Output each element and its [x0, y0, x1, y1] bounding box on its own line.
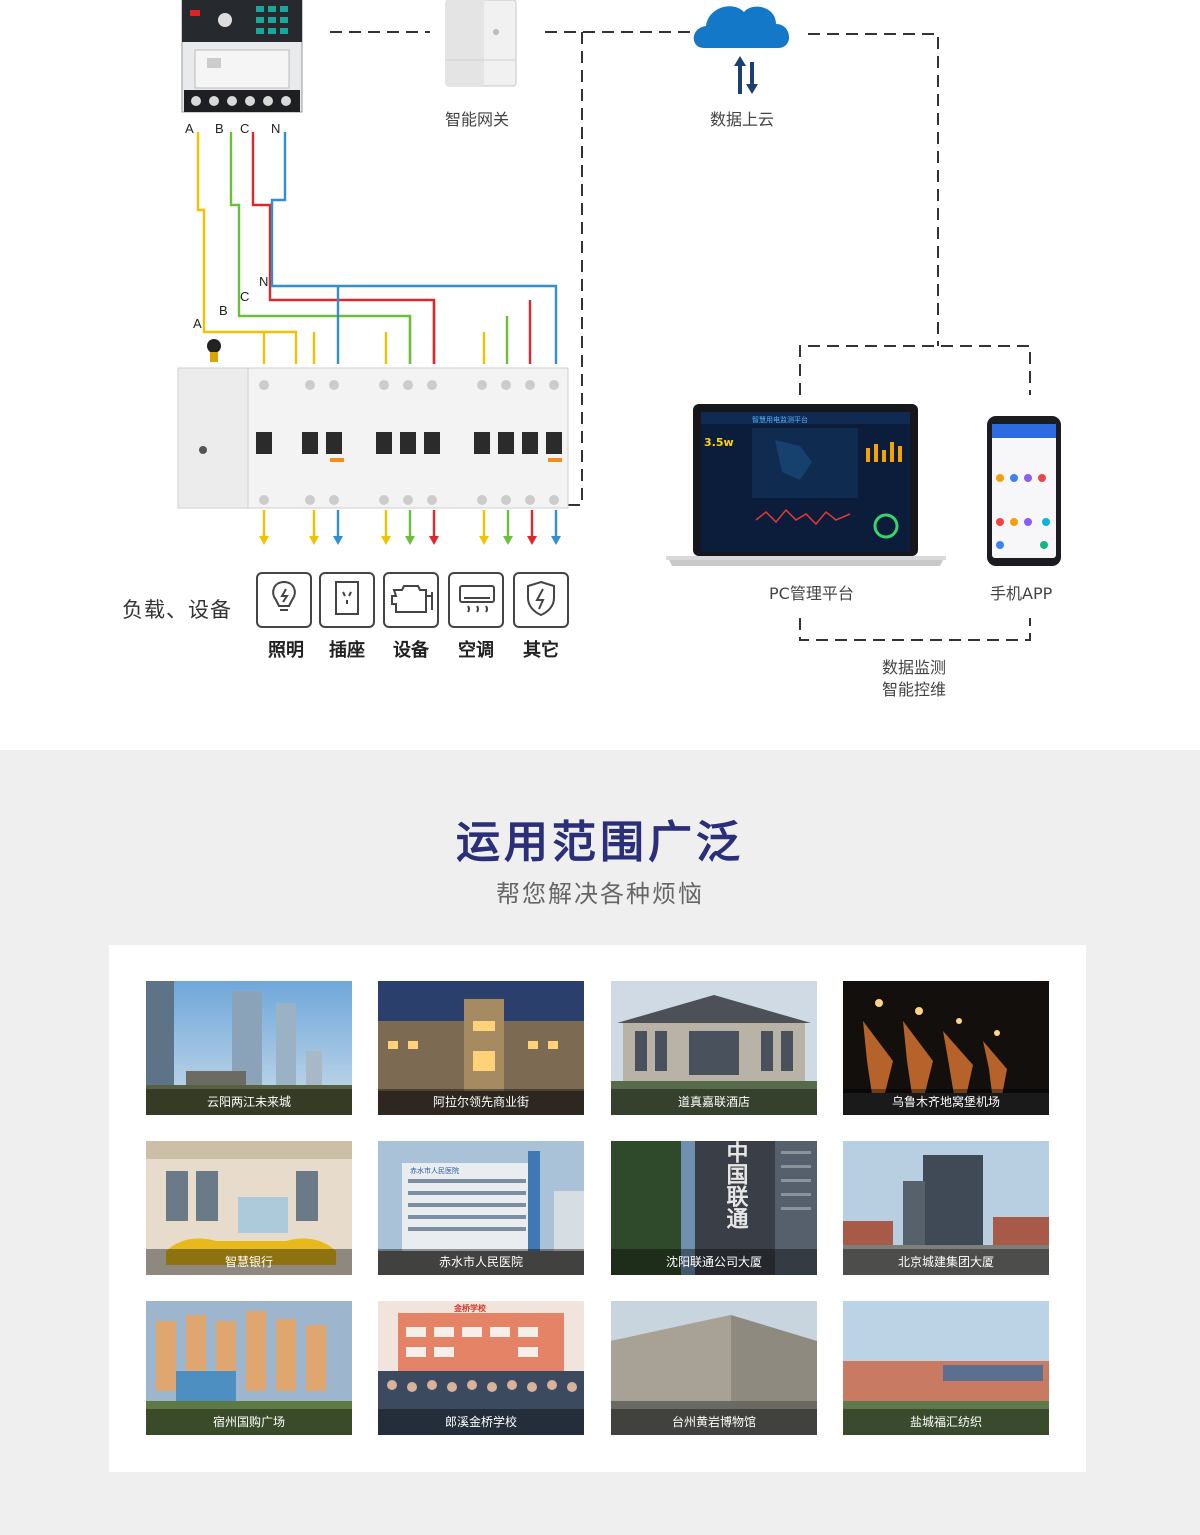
meter-phase-n: N	[271, 121, 281, 136]
mobile-app-label: 手机APP	[990, 584, 1053, 603]
case-caption: 台州黄岩博物馆	[611, 1409, 817, 1435]
case-tile[interactable]: 赤水市人民医院 赤水市人民医院	[378, 1141, 584, 1275]
case-caption: 宿州国购广场	[146, 1409, 352, 1435]
meter-phase-a: A	[185, 121, 194, 136]
case-tile[interactable]: 中国联通 沈阳联通公司大厦	[611, 1141, 817, 1275]
case-caption: 云阳两江未来城	[146, 1089, 352, 1115]
case-photo	[378, 981, 584, 1115]
load-label-equipment: 设备	[393, 640, 429, 661]
breaker-modules	[256, 380, 562, 505]
case-tile[interactable]: 金桥学校 郎溪金桥学校	[378, 1301, 584, 1435]
case-tile[interactable]: 北京城建集团大厦	[843, 1141, 1049, 1275]
case-photo	[843, 1141, 1049, 1275]
output-arrows	[259, 510, 561, 545]
case-tile[interactable]: 台州黄岩博物馆	[611, 1301, 817, 1435]
case-tile[interactable]: 云阳两江未来城	[146, 981, 352, 1115]
mobile-phone	[987, 416, 1061, 566]
bus-phase-a: A	[193, 316, 202, 331]
bus-phase-c: C	[240, 289, 250, 304]
case-caption: 盐城福汇纺织	[843, 1409, 1049, 1435]
school-sign: 金桥学校	[453, 1303, 487, 1313]
case-tile[interactable]: 道真嘉联酒店	[611, 981, 817, 1115]
load-label-lighting: 照明	[268, 640, 304, 661]
feeder-wires	[196, 132, 558, 364]
load-box-other	[513, 572, 569, 628]
monitor-label-line2: 智能控维	[882, 680, 947, 699]
case-tile[interactable]: 乌鲁木齐地窝堡机场	[843, 981, 1049, 1115]
meter-phase-b: B	[215, 121, 224, 136]
case-photo: 金桥学校	[378, 1301, 584, 1435]
load-label-other: 其它	[523, 640, 559, 661]
pc-platform-label: PC管理平台	[769, 584, 854, 603]
case-photo	[146, 981, 352, 1115]
case-caption: 道真嘉联酒店	[611, 1089, 817, 1115]
hospital-sign: 赤水市人民医院	[410, 1166, 459, 1175]
load-box-aircon	[448, 572, 504, 628]
case-caption: 郎溪金桥学校	[378, 1409, 584, 1435]
case-photo	[611, 981, 817, 1115]
cloud-icon	[693, 6, 790, 94]
case-caption: 阿拉尔领先商业街	[378, 1089, 584, 1115]
case-gallery: 云阳两江未来城 阿拉尔领先商业街 道真嘉联酒店	[109, 945, 1086, 1472]
load-box-equipment	[383, 572, 439, 628]
load-label-socket: 插座	[329, 640, 365, 661]
monitor-label-line1: 数据监测	[882, 658, 947, 677]
case-tile[interactable]: 宿州国购广场	[146, 1301, 352, 1435]
case-tile[interactable]: 阿拉尔领先商业街	[378, 981, 584, 1115]
load-label-aircon: 空调	[458, 640, 494, 661]
breaker-panel	[177, 339, 569, 509]
case-caption: 沈阳联通公司大厦	[611, 1249, 817, 1275]
case-photo	[146, 1301, 352, 1435]
section-subtitle: 帮您解决各种烦恼	[496, 880, 704, 908]
laptop-screen-power: 3.5w	[704, 436, 734, 449]
cloud-label: 数据上云	[710, 110, 775, 129]
loads-title: 负载、设备	[122, 598, 232, 622]
applications-section: 运用范围广泛 帮您解决各种烦恼 云阳两江未来城 阿拉	[0, 750, 1200, 1535]
case-photo: 中国联通	[611, 1141, 817, 1275]
case-caption: 乌鲁木齐地窝堡机场	[843, 1089, 1049, 1115]
unicom-sign: 中国联通	[723, 1141, 749, 1229]
wiring-canvas: 智慧用电监测平台 3.5w	[177, 0, 1061, 641]
gateway-device	[445, 0, 517, 87]
case-caption: 智慧银行	[146, 1249, 352, 1275]
bus-phase-b: B	[219, 303, 228, 318]
case-caption: 北京城建集团大厦	[843, 1249, 1049, 1275]
case-photo: 赤水市人民医院	[378, 1141, 584, 1275]
case-caption: 赤水市人民医院	[378, 1249, 584, 1275]
case-photo	[843, 981, 1049, 1115]
energy-meter	[181, 0, 303, 113]
network-links	[330, 31, 1031, 641]
laptop-pc	[666, 404, 946, 566]
load-box-socket	[319, 572, 375, 628]
case-tile[interactable]: 盐城福汇纺织	[843, 1301, 1049, 1435]
bus-phase-n: N	[259, 274, 269, 289]
meter-phase-c: C	[240, 121, 250, 136]
case-photo	[146, 1141, 352, 1275]
case-photo	[611, 1301, 817, 1435]
case-tile[interactable]: 智慧银行	[146, 1141, 352, 1275]
laptop-screen-title: 智慧用电监测平台	[752, 415, 808, 424]
section-title: 运用范围广泛	[456, 817, 744, 868]
system-diagram: 智慧用电监测平台 3.5w	[0, 0, 1200, 750]
load-box-lighting	[256, 572, 312, 628]
gateway-label: 智能网关	[445, 110, 510, 129]
case-photo	[843, 1301, 1049, 1435]
